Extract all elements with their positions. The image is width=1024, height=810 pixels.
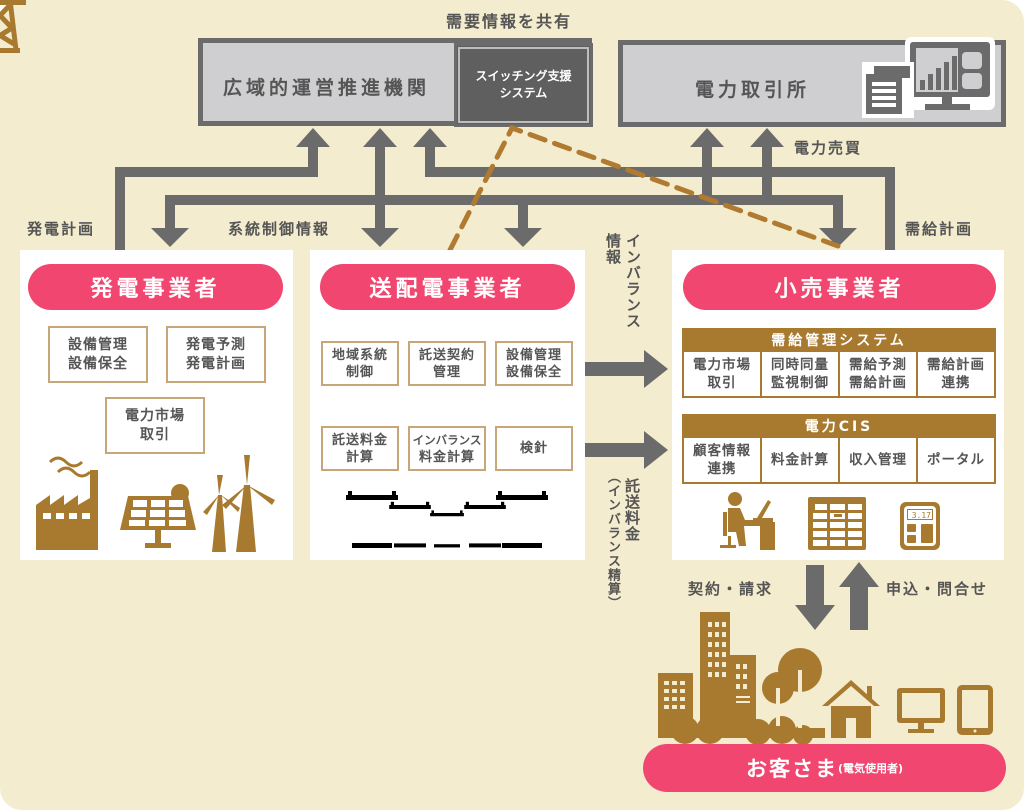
arrow-up-icon [413,128,447,147]
imbalance-settlement-label: （インバランス精算） [605,470,620,610]
tablet-icon [957,685,993,735]
imbalance-label-col2: インバランス [624,233,642,329]
arrow-down-icon [819,228,857,247]
customer-title: お客さま [745,757,838,781]
transmission-cell: インバランス料金計算 [408,426,486,471]
cis-cell: 料金計算 [762,438,840,482]
switching-dashed-line [447,124,841,253]
arrow-down-icon [151,228,189,247]
arrow-up-icon [750,128,784,147]
supply-management-system-grid: 電力市場取引 同時同量監視制御 需給予測需給計画 需給計画連携 [682,352,996,398]
power-cis-grid: 顧客情報連携 料金計算 収入管理 ポータル [682,438,996,484]
arrow-up-icon [839,562,879,587]
transmission-cell: 託送料金計算 [321,426,399,471]
trees-icon [762,648,822,728]
system-cell: 需給計画連携 [927,357,985,391]
occto-title: 広域的運営推進機関 [223,77,431,99]
arrow-down-icon [361,228,399,247]
imbalance-label-col1: 情報 [604,233,622,265]
generation-plan-line [115,140,318,250]
power-cis-header: 電力CIS [682,414,996,438]
retailer-title: 小売事業者 [683,264,996,310]
transmission-cell: 地域系統制御 [321,341,399,386]
cis-cell: ポータル [927,452,985,468]
solar-panel-icon [120,484,196,548]
switching-line2: システム [499,86,548,100]
arrow-up-icon [363,128,397,147]
arrow-down-icon [504,228,542,247]
generator-cell: 設備管理設備保全 [48,326,148,383]
customer-subtitle: (電気使用者) [837,762,904,775]
system-cell: 電力市場取引 [684,352,762,396]
system-cell: 同時同量監視制御 [762,352,840,396]
calculator-display: 3.17 [912,511,931,520]
generator-title: 発電事業者 [28,264,283,310]
switching-support-system: スイッチング支援システム [454,43,593,127]
arrow-down-icon [795,605,835,630]
system-cell: 需給予測需給計画 [840,352,918,396]
generation-plan-label: 発電計画 [27,220,96,238]
spreadsheet-icon [808,497,866,550]
supply-management-system-header: 需給管理システム [682,328,996,352]
supply-demand-plan-label: 需給計画 [905,220,974,238]
desktop-monitor-icon [897,688,945,733]
share-demand-label: 需要情報を共有 [446,12,573,31]
generator-cell: 電力市場取引 [105,397,205,454]
arrow-up-icon [296,128,330,147]
contract-billing-label: 契約・請求 [688,580,774,598]
transmission-cell: 託送契約管理 [408,341,486,386]
buildings-icon [658,612,825,745]
arrow-right-icon [644,350,668,388]
customer-title-pill: お客さま(電気使用者) [643,744,1006,792]
transmission-title: 送配電事業者 [320,264,575,310]
calculator-icon [900,502,940,550]
house-icon [822,680,880,738]
transmission-cell: 検針 [495,426,573,471]
grid-control-line [165,195,843,230]
arrow-up-icon [690,128,724,147]
transmission-cell: 設備管理設備保全 [495,341,573,386]
wind-turbine-icon [203,455,275,552]
person-at-desk-icon [720,492,775,550]
wheeling-fee-label: 託送料金 [623,478,641,542]
jepx-title: 電力取引所 [695,79,811,101]
apply-inquiry-label: 申込・問合せ [886,580,989,598]
occto-box: 広域的運営推進機関 [198,38,592,126]
power-trading-label: 電力売買 [794,139,863,157]
generator-cell: 発電予測発電計画 [166,326,266,383]
supply-plan-line [425,140,895,250]
grid-control-info-label: 系統制御情報 [228,220,331,238]
cis-cell: 収入管理 [840,438,918,482]
cis-cell: 顧客情報連携 [684,438,762,482]
arrow-right-icon [644,431,668,469]
factory-icon [36,456,98,550]
switching-line1: スイッチング支援 [475,69,572,83]
